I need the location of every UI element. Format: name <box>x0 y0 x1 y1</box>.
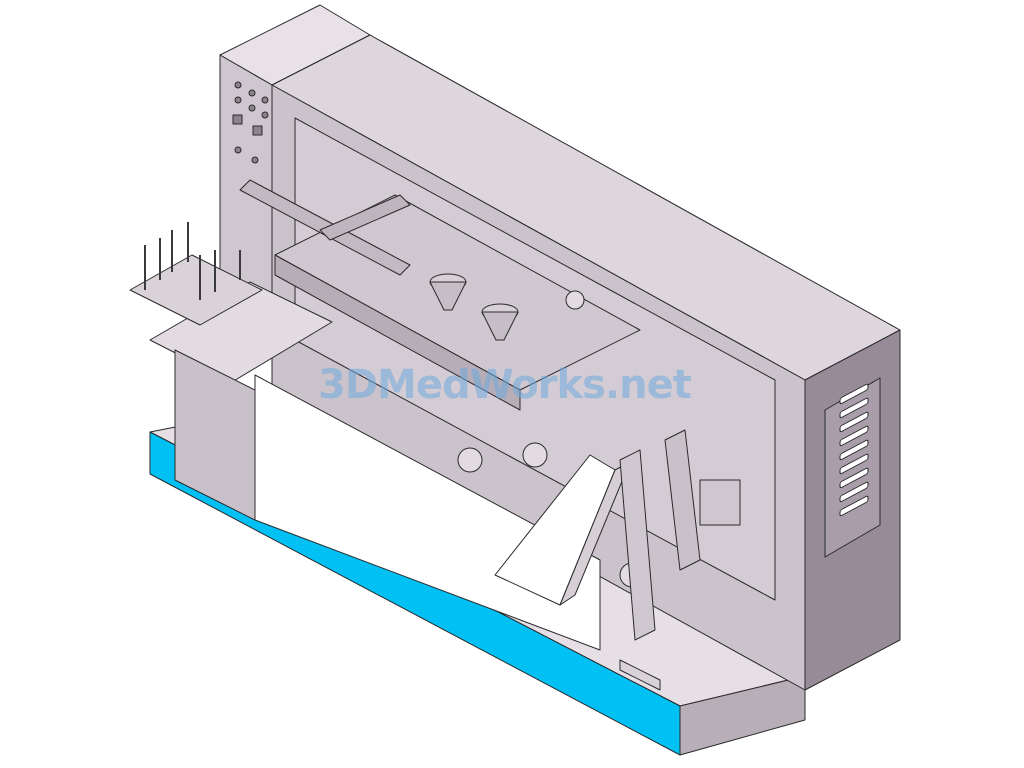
rack-posts <box>144 222 241 300</box>
conveyor-front <box>274 254 521 411</box>
arm-base <box>619 659 661 691</box>
swing-arm-right <box>664 429 701 571</box>
feeder-stand <box>174 349 256 521</box>
vent-grille-icon <box>839 383 869 517</box>
base-right-face <box>679 675 806 756</box>
swing-arm-left <box>619 449 656 641</box>
funnel-icon <box>429 273 519 341</box>
upper-rail <box>319 194 411 241</box>
control-button-icon <box>232 81 269 164</box>
motor-box <box>699 479 741 526</box>
control-column-front <box>219 54 273 311</box>
